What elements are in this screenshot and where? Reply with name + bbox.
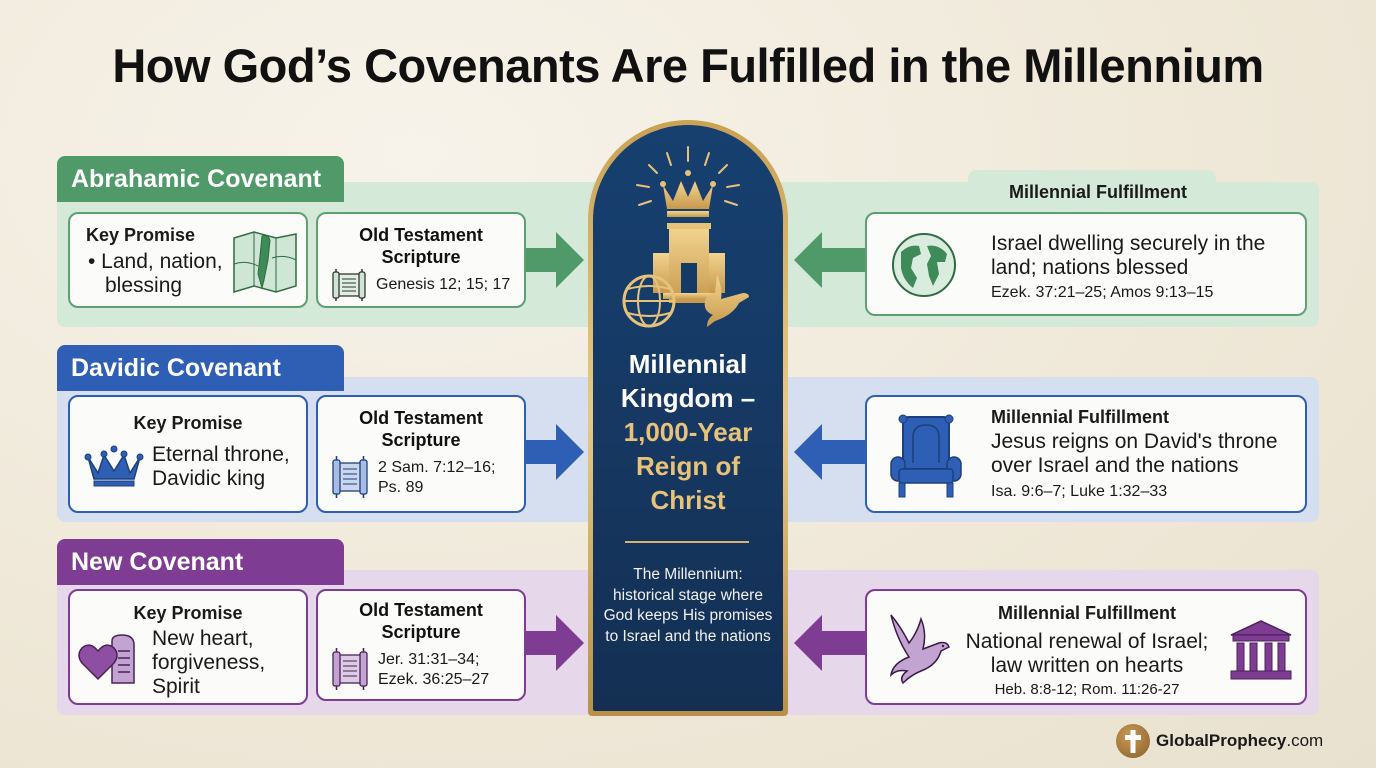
millennial-kingdom-pillar: Millennial Kingdom – 1,000-Year Reign of… bbox=[588, 120, 788, 716]
scripture-label-2: Scripture bbox=[381, 622, 461, 642]
temple-icon bbox=[1230, 620, 1292, 680]
key-promise-text: • Land, nation, bbox=[88, 250, 223, 273]
scripture-ref-2: Ezek. 36:25–27 bbox=[378, 671, 490, 688]
key-promise-label: Key Promise bbox=[133, 603, 243, 623]
davidic-key-promise-card: Key Promise Eternal throne, Davidic king bbox=[68, 395, 308, 513]
abrahamic-fulfillment-card: Israel dwelling securely in the land; na… bbox=[865, 212, 1307, 316]
crown-icon bbox=[84, 445, 144, 487]
fulfillment-text-2: land; nations blessed bbox=[991, 256, 1189, 279]
fulfillment-label: Millennial Fulfillment bbox=[991, 407, 1170, 427]
scripture-label: Old Testament bbox=[359, 600, 483, 620]
fulfillment-ref: Heb. 8:8-12; Rom. 11:26-27 bbox=[994, 681, 1180, 698]
key-promise-text-3: Spirit bbox=[152, 675, 200, 698]
key-promise-label: Key Promise bbox=[86, 225, 196, 245]
scripture-label: Old Testament bbox=[359, 225, 483, 245]
scroll-icon bbox=[332, 648, 368, 690]
arrow-right-icon bbox=[526, 615, 584, 671]
center-title-line-5: Christ bbox=[650, 485, 726, 515]
covenant-title: Davidic Covenant bbox=[71, 353, 281, 382]
scripture-ref: 2 Sam. 7:12–16; bbox=[378, 459, 496, 476]
fulfillment-ref: Ezek. 37:21–25; Amos 9:13–15 bbox=[991, 284, 1214, 301]
dove-icon bbox=[889, 614, 950, 685]
scripture-label: Old Testament bbox=[359, 408, 483, 428]
center-title-line-2: Kingdom – bbox=[620, 383, 756, 413]
fulfillment-text: Israel dwelling securely in the bbox=[991, 232, 1266, 255]
map-icon bbox=[233, 231, 297, 294]
new-fulfillment-card: Millennial Fulfillment National renewal … bbox=[865, 589, 1307, 705]
key-promise-text: Eternal throne, bbox=[152, 443, 290, 466]
abrahamic-fulfillment-label: Millennial Fulfillment bbox=[1008, 182, 1187, 202]
center-title-line-4: Reign of bbox=[636, 451, 740, 481]
key-promise-text-2: blessing bbox=[105, 274, 183, 297]
fulfillment-text: Jesus reigns on David's throne bbox=[991, 430, 1278, 453]
brand-domain: .com bbox=[1286, 731, 1324, 750]
arrow-left-icon bbox=[794, 615, 866, 671]
scripture-label-2: Scripture bbox=[381, 247, 461, 267]
scripture-label-2: Scripture bbox=[381, 430, 461, 450]
scripture-ref: Jer. 31:31–34; bbox=[378, 651, 480, 668]
abrahamic-scripture-card: Old Testament Scripture Genesis 12; 15; … bbox=[316, 212, 526, 308]
center-title-line-1: Millennial bbox=[628, 349, 748, 379]
scripture-ref-2: Ps. 89 bbox=[378, 479, 424, 496]
fulfillment-text: National renewal of Israel; bbox=[965, 630, 1209, 653]
key-promise-text-2: forgiveness, bbox=[152, 651, 266, 674]
crown-temple-globe-dove-emblem bbox=[622, 146, 749, 328]
new-key-promise-card: Key Promise New heart, forgiveness, Spir… bbox=[68, 589, 308, 705]
heart-tablet-icon bbox=[78, 634, 135, 684]
scripture-ref: Genesis 12; 15; 17 bbox=[376, 276, 511, 293]
brand-name: GlobalProphecy bbox=[1156, 731, 1287, 750]
fulfillment-ref: Isa. 9:6–7; Luke 1:32–33 bbox=[991, 483, 1168, 500]
globe-icon bbox=[892, 233, 956, 297]
davidic-fulfillment-card: Millennial Fulfillment Jesus reigns on D… bbox=[865, 395, 1307, 513]
abrahamic-fulfillment-tab bbox=[968, 170, 1216, 200]
covenant-title: Abrahamic Covenant bbox=[71, 164, 322, 193]
new-scripture-card: Old Testament Scripture Jer. 31:31–34; E… bbox=[316, 589, 526, 701]
center-divider bbox=[625, 541, 749, 543]
cross-icon bbox=[1116, 724, 1150, 758]
arrow-right-icon bbox=[526, 232, 584, 288]
fulfillment-label: Millennial Fulfillment bbox=[997, 603, 1176, 623]
key-promise-text-2: Davidic king bbox=[152, 467, 266, 490]
fulfillment-text-2: over Israel and the nations bbox=[991, 454, 1239, 477]
scroll-icon bbox=[332, 269, 366, 301]
scroll-icon bbox=[332, 456, 368, 498]
new-covenant-tab: New Covenant bbox=[57, 539, 344, 585]
throne-icon bbox=[890, 414, 962, 498]
davidic-scripture-card: Old Testament Scripture 2 Sam. 7:12–16; … bbox=[316, 395, 526, 513]
arrow-left-icon bbox=[794, 232, 866, 288]
abrahamic-covenant-tab: Abrahamic Covenant bbox=[57, 156, 344, 202]
key-promise-text: New heart, bbox=[152, 627, 254, 650]
davidic-covenant-tab: Davidic Covenant bbox=[57, 345, 344, 391]
arrow-right-icon bbox=[526, 424, 584, 480]
footer-brand[interactable]: GlobalProphecy.com bbox=[1116, 724, 1323, 758]
covenant-title: New Covenant bbox=[71, 547, 244, 576]
fulfillment-text-2: law written on hearts bbox=[990, 654, 1184, 677]
arrow-left-icon bbox=[794, 424, 866, 480]
page-title: How God’s Covenants Are Fulfilled in the… bbox=[112, 39, 1264, 92]
footer-brand-text: GlobalProphecy.com bbox=[1156, 731, 1323, 751]
center-title-line-3: 1,000-Year bbox=[623, 417, 753, 447]
abrahamic-key-promise-card: Key Promise • Land, nation, blessing bbox=[68, 212, 308, 308]
key-promise-label: Key Promise bbox=[133, 413, 243, 433]
center-description: The Millennium: historical stage where G… bbox=[603, 566, 773, 645]
